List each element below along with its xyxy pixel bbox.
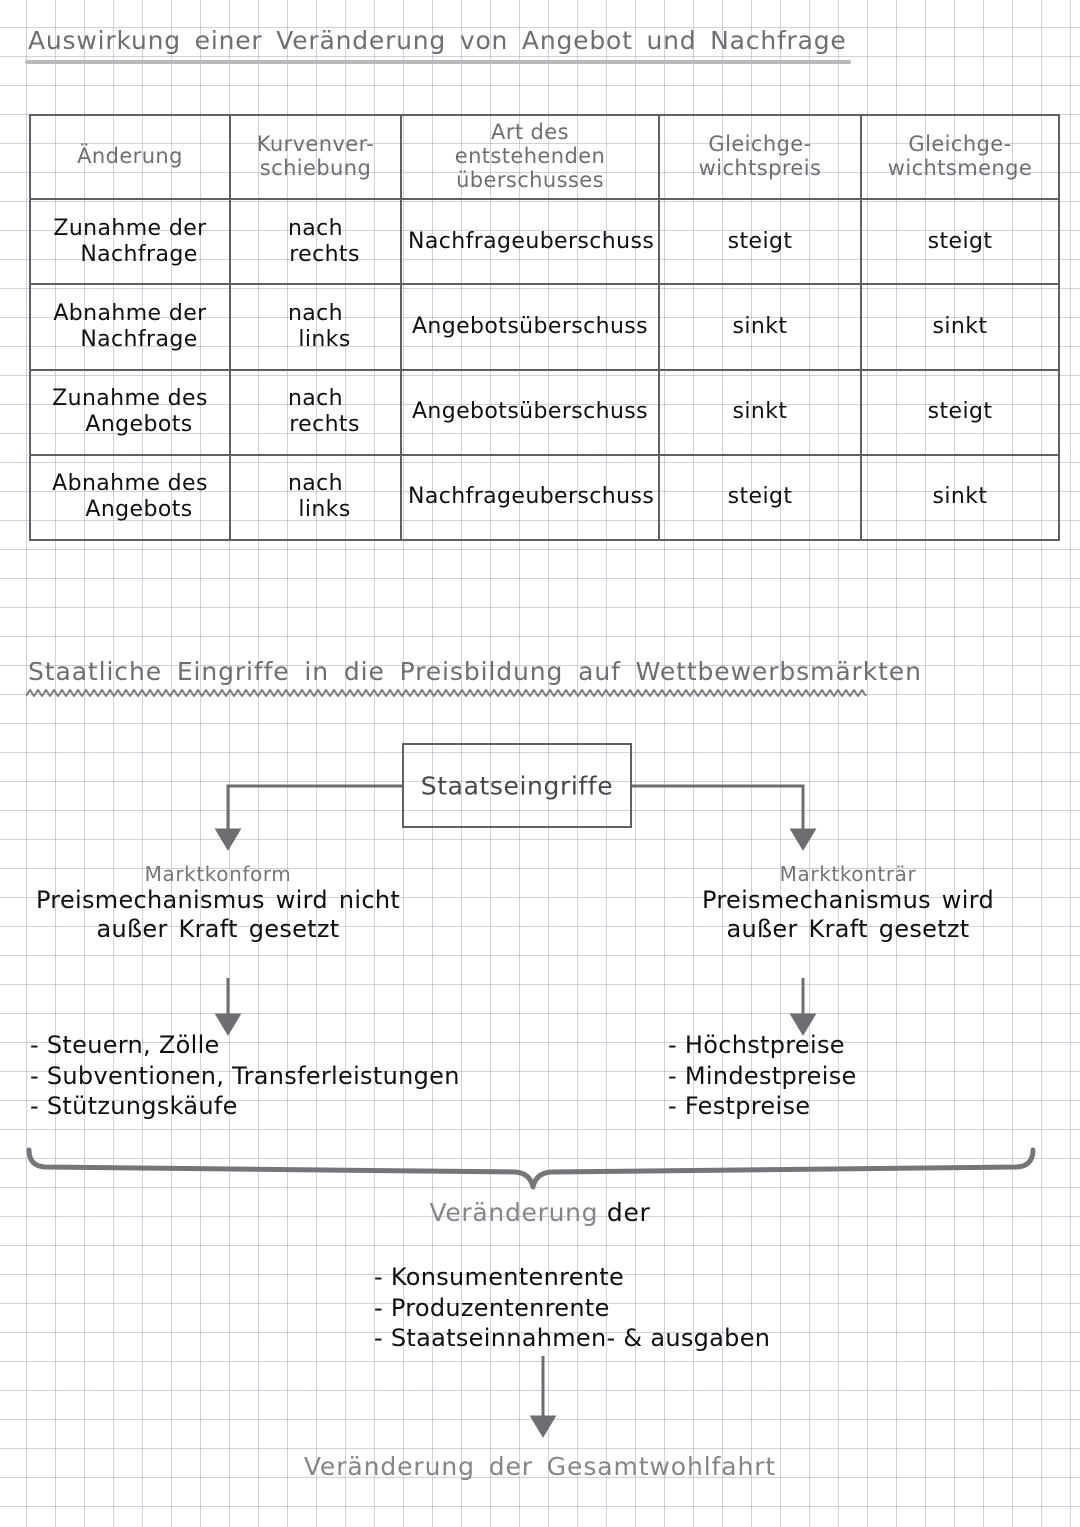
- merge-brace: [26, 1147, 1036, 1190]
- table-row: Zunahme der Nachfrage nach rechts Nachfr…: [29, 197, 1060, 286]
- col-header-menge-line-1: Gleichge-: [908, 132, 1012, 157]
- cell-aenderung-line-1: Zunahme des: [52, 386, 208, 412]
- supply-demand-table: Änderung Kurvenver- schiebung Art des en…: [29, 114, 1060, 542]
- cell-preis: sinkt: [658, 368, 862, 456]
- cell-menge: steigt: [860, 197, 1060, 286]
- list-item: - Subventionen, Transferleistungen: [30, 1061, 460, 1090]
- cell-menge: sinkt: [860, 283, 1060, 371]
- final-outcome-label: Veränderung der Gesamtwohlfahrt: [303, 1452, 777, 1481]
- list-item: - Staatseinnahmen- & ausgaben: [374, 1324, 771, 1353]
- cell-kurve-line-2: rechts: [289, 241, 360, 267]
- branch-marktkontraer-body-line-2: außer Kraft gesetzt: [726, 915, 970, 944]
- flowchart-root-label: Staatseingriffe: [420, 771, 614, 800]
- list-item: - Konsumentenrente: [374, 1263, 625, 1291]
- list-marktkontraer-measures: - Höchstpreise - Mindestpreise - Festpre…: [668, 1030, 857, 1122]
- cell-ueberschuss: Nachfrageuberschuss: [400, 453, 660, 542]
- list-item: - Festpreise: [668, 1092, 811, 1121]
- cell-kurve: nach rechts: [229, 368, 402, 456]
- cell-ueberschuss: Nachfrageuberschuss: [400, 197, 660, 286]
- cell-aenderung: Abnahme des Angebots: [29, 453, 231, 542]
- branch-marktkonform-body: Preismechanismus wird nicht außer Kraft …: [8, 886, 428, 945]
- cell-aenderung-line-2: Angebots: [85, 412, 193, 438]
- cell-aenderung: Zunahme des Angebots: [29, 368, 231, 456]
- col-header-gleichgewichtsmenge: Gleichge- wichtsmenge: [860, 114, 1060, 200]
- page-title-section-1: Auswirkung einer Veränderung von Angebot…: [28, 26, 847, 55]
- col-header-ueberschuss-line-1: Art des: [491, 120, 569, 145]
- cell-aenderung-line-1: Abnahme der: [53, 300, 207, 326]
- cell-kurve-line-1: nach: [287, 215, 344, 241]
- table-row: Abnahme der Nachfrage nach links Angebot…: [29, 283, 1060, 371]
- title-squiggle-underline: [26, 686, 918, 700]
- cell-preis: steigt: [658, 197, 862, 286]
- merge-label-word-2: der: [606, 1198, 651, 1227]
- col-header-preis-line-2: wichtspreis: [698, 156, 822, 180]
- col-header-gleichgewichtspreis: Gleichge- wichtspreis: [658, 114, 862, 200]
- cell-ueberschuss: Angebotsüberschuss: [400, 368, 660, 456]
- list-item: - Produzentenrente: [374, 1293, 610, 1322]
- cell-preis: steigt: [658, 453, 862, 542]
- col-header-aenderung: Änderung: [29, 114, 231, 200]
- cell-aenderung: Abnahme der Nachfrage: [29, 283, 231, 371]
- cell-kurve: nach rechts: [229, 197, 402, 286]
- table: Änderung Kurvenver- schiebung Art des en…: [29, 114, 1060, 542]
- title-underline: [25, 60, 851, 64]
- table-row: Abnahme des Angebots nach links Nachfrag…: [29, 453, 1060, 542]
- col-header-kurve-line-2: schiebung: [259, 156, 372, 180]
- cell-kurve: nach links: [229, 453, 402, 542]
- col-header-menge-line-2: wichtsmenge: [887, 156, 1033, 180]
- cell-aenderung-line-2: Nachfrage: [80, 326, 198, 352]
- merge-label-word-1: Veränderung: [429, 1198, 599, 1227]
- branch-marktkontraer: Marktkonträr Preismechanismus wird außer…: [638, 862, 1058, 945]
- cell-kurve-line-1: nach: [287, 471, 344, 497]
- cell-aenderung: Zunahme der Nachfrage: [29, 197, 231, 286]
- page-title-section-2: Staatliche Eingriffe in die Preisbildung…: [28, 657, 922, 686]
- merge-label: Veränderung der: [0, 1198, 1080, 1227]
- branch-marktkontraer-title: Marktkonträr: [779, 862, 917, 886]
- flowchart-root-box: Staatseingriffe: [402, 743, 632, 828]
- col-header-kurvenverschiebung: Kurvenver- schiebung: [229, 114, 402, 200]
- cell-aenderung-line-1: Abnahme des: [52, 471, 208, 497]
- cell-kurve-line-2: rechts: [289, 412, 360, 438]
- list-merge-effects: - Konsumentenrente - Produzentenrente - …: [374, 1262, 770, 1354]
- cell-aenderung-line-1: Zunahme der: [53, 215, 207, 241]
- cell-ueberschuss: Angebotsüberschuss: [400, 283, 660, 371]
- col-header-kurve-line-1: Kurvenver-: [256, 132, 375, 157]
- branch-marktkontraer-body: Preismechanismus wird außer Kraft gesetz…: [638, 886, 1058, 945]
- table-row: Zunahme des Angebots nach rechts Angebot…: [29, 368, 1060, 456]
- col-header-ueberschuss-line-3: überschusses: [456, 167, 604, 192]
- branch-marktkontraer-body-line-1: Preismechanismus wird: [702, 886, 994, 914]
- cell-aenderung-line-2: Nachfrage: [80, 241, 198, 267]
- list-item: - Mindestpreise: [668, 1061, 857, 1090]
- cell-menge: sinkt: [860, 453, 1060, 542]
- cell-preis: sinkt: [658, 283, 862, 371]
- branch-marktkonform-body-line-1: Preismechanismus wird nicht: [35, 886, 401, 914]
- connector-root-to-marktkontraer: [632, 784, 817, 851]
- connector-root-to-marktkonform: [214, 784, 402, 851]
- cell-kurve-line-1: nach: [287, 300, 344, 326]
- cell-menge: steigt: [860, 368, 1060, 456]
- table-body: Zunahme der Nachfrage nach rechts Nachfr…: [29, 197, 1060, 542]
- col-header-ueberschuss: Art des entstehenden überschusses: [400, 114, 660, 200]
- branch-marktkonform: Marktkonform Preismechanismus wird nicht…: [8, 862, 428, 945]
- cell-kurve-line-2: links: [298, 326, 351, 352]
- table-header-row: Änderung Kurvenver- schiebung Art des en…: [29, 114, 1060, 200]
- list-item: - Steuern, Zölle: [30, 1031, 220, 1059]
- branch-marktkonform-body-line-2: außer Kraft gesetzt: [96, 915, 340, 944]
- list-marktkonform-measures: - Steuern, Zölle - Subventionen, Transfe…: [30, 1030, 460, 1122]
- col-header-ueberschuss-line-2: entstehenden: [454, 144, 606, 169]
- list-item: - Höchstpreise: [668, 1031, 845, 1059]
- col-header-preis-line-1: Gleichge-: [708, 132, 812, 157]
- cell-kurve: nach links: [229, 283, 402, 371]
- table-header: Änderung Kurvenver- schiebung Art des en…: [29, 114, 1060, 200]
- cell-kurve-line-1: nach: [287, 386, 344, 412]
- cell-aenderung-line-2: Angebots: [85, 497, 193, 523]
- cell-kurve-line-2: links: [298, 497, 351, 523]
- col-header-aenderung-line-1: Änderung: [77, 144, 183, 169]
- branch-marktkonform-title: Marktkonform: [144, 862, 292, 886]
- list-item: - Stützungskäufe: [30, 1092, 238, 1121]
